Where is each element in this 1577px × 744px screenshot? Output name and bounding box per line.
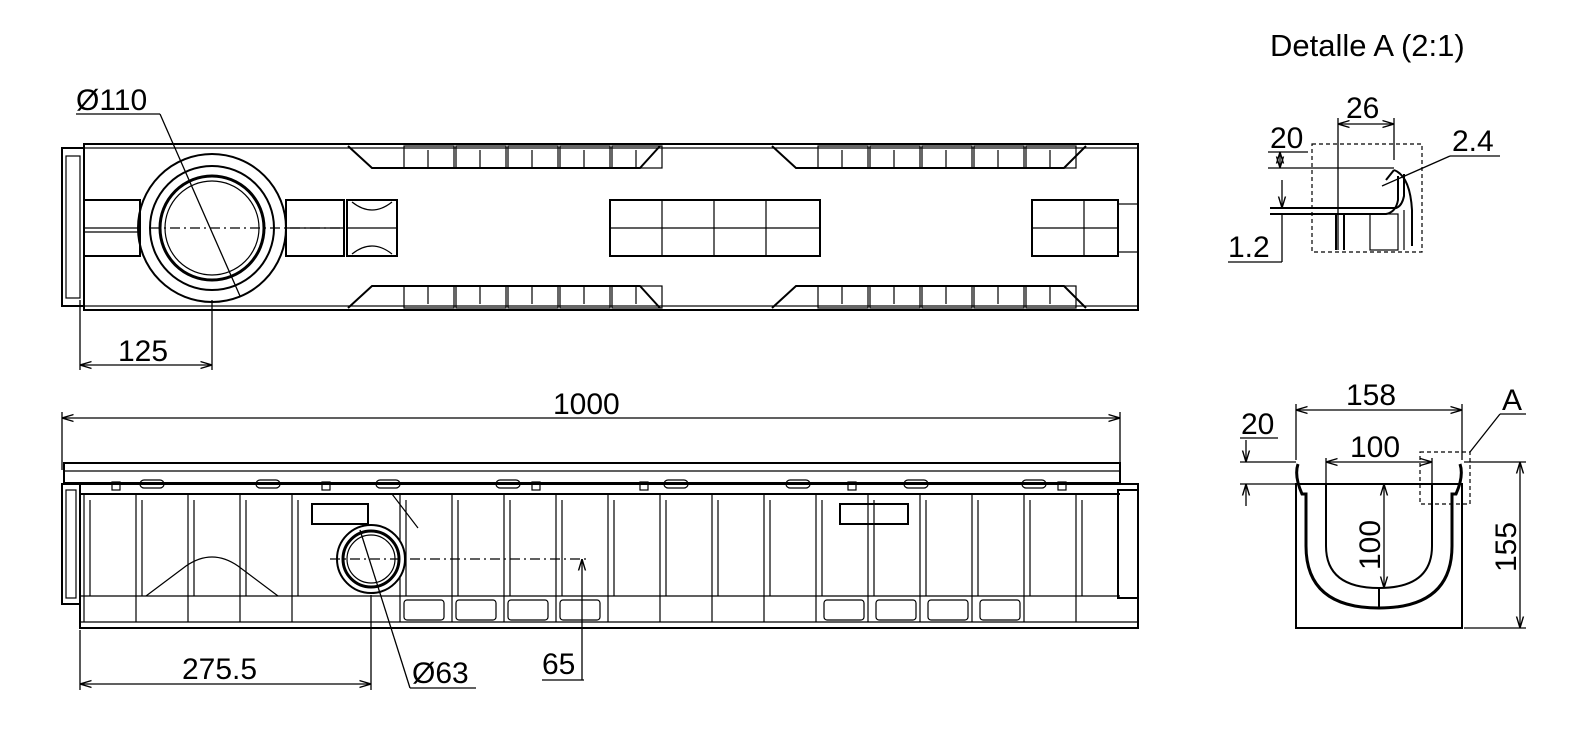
dim-total-length: 1000 [553, 388, 620, 421]
detail-dim-lip: 1.2 [1228, 231, 1270, 264]
rim-slot [663, 479, 689, 489]
grid-cell [973, 285, 1025, 309]
rim-hole [639, 481, 649, 491]
bottom-slot [927, 599, 969, 621]
detail-dim-flange: 20 [1270, 122, 1303, 155]
section-dim-inner-depth: 100 [1354, 520, 1387, 570]
bottom-slot [823, 599, 865, 621]
grid-cell [455, 145, 507, 169]
grid-cell [1025, 285, 1077, 309]
bottom-slot [507, 599, 549, 621]
dim-outlet-height: 65 [542, 648, 575, 681]
section-dim-total-height: 155 [1490, 522, 1523, 572]
dim-outlet-position: 275.5 [182, 653, 257, 686]
detail-title: Detalle A (2:1) [1270, 28, 1465, 63]
rim-slot [139, 479, 165, 489]
top-view: Ø110 125 [61, 84, 1139, 370]
grid-cell [817, 285, 869, 309]
detail-dim-width: 26 [1346, 92, 1379, 125]
bottom-slot [403, 599, 445, 621]
rim-hole [531, 481, 541, 491]
bottom-slot [455, 599, 497, 621]
detail-dim-wall: 2.4 [1452, 125, 1494, 158]
side-view: 1000 275.5 Ø63 [61, 388, 1139, 690]
section-view: 158 100 20 A 100 155 [1240, 379, 1526, 629]
grid-cell [507, 285, 559, 309]
grid-cell [455, 285, 507, 309]
grid-cell [559, 285, 611, 309]
rim-slot [903, 479, 929, 489]
bottom-slot [979, 599, 1021, 621]
section-dim-outer-width: 158 [1346, 379, 1396, 412]
bottom-slot [875, 599, 917, 621]
dim-outlet-offset: 125 [118, 335, 168, 368]
grid-cell [817, 145, 869, 169]
rim-slot [495, 479, 521, 489]
grid-cell [611, 145, 663, 169]
rim-slot [375, 479, 401, 489]
grid-cell [403, 145, 455, 169]
grid-cell [973, 145, 1025, 169]
detail-marker: A [1502, 384, 1522, 417]
rim-slot [1021, 479, 1047, 489]
grid-cell [559, 145, 611, 169]
rim-hole [847, 481, 857, 491]
grid-cell [921, 145, 973, 169]
grid-cell [611, 285, 663, 309]
rim-hole [1057, 481, 1067, 491]
section-dim-flange: 20 [1241, 408, 1274, 441]
grid-cell [869, 145, 921, 169]
grid-cell [869, 285, 921, 309]
rim-hole [321, 481, 331, 491]
rim-slot [255, 479, 281, 489]
grid-cell [1025, 145, 1077, 169]
grid-cell [403, 285, 455, 309]
rim-slot [785, 479, 811, 489]
bottom-slot [559, 599, 601, 621]
dim-small-pipe-diameter: Ø63 [412, 657, 469, 690]
detail-view: 26 20 2.4 1.2 [1228, 92, 1500, 264]
rim-hole [111, 481, 121, 491]
grid-cell [921, 285, 973, 309]
grid-cell [507, 145, 559, 169]
dim-pipe-diameter: Ø110 [76, 84, 147, 117]
section-dim-inner-width: 100 [1350, 431, 1400, 464]
